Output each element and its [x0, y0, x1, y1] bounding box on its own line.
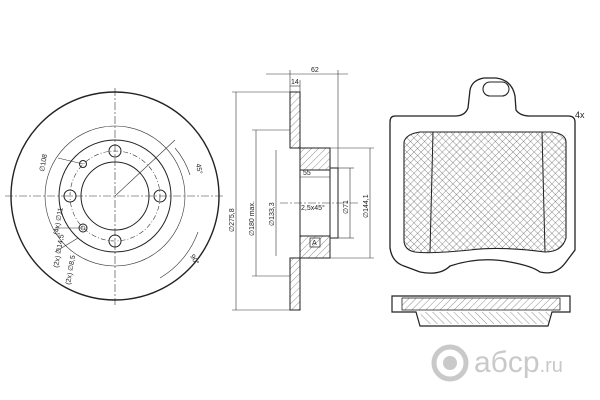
- dim-55: 55: [303, 170, 311, 177]
- hat-section: [290, 147, 331, 171]
- dim-14-5: (2x) ∅14,5: [53, 234, 66, 269]
- pad-tab-hole: [482, 81, 510, 97]
- ref-a-box: [309, 237, 321, 248]
- dim-108: ∅108: [39, 154, 49, 173]
- dim-8-5: (2x) ∅8,5: [65, 255, 77, 286]
- angle-90-arc: [159, 231, 199, 279]
- abcp-logo-icon: [431, 344, 469, 382]
- angle-90-label: 90°: [188, 253, 200, 266]
- disc-section-view: 14 62 55 ∅275,8 ∅180 max. ∅133,3 ∅71 ∅14…: [229, 67, 374, 311]
- watermark-brand: aбcp: [474, 346, 540, 379]
- disc-front-view: ∅108 (4x) ∅11 (2x) ∅14,5 (2x) ∅8,5 45° 9…: [5, 88, 225, 305]
- pad-qty: 4x: [575, 110, 585, 120]
- ref-a-label: A: [312, 240, 317, 247]
- watermark: aбcp.ru: [430, 343, 563, 383]
- angle-45-label: 45°: [194, 163, 204, 175]
- rotor-section-lower: [289, 257, 301, 311]
- watermark-text: aбcp.ru: [474, 346, 563, 380]
- pad-side-profile: [391, 295, 571, 327]
- angle-45-arc: [174, 147, 191, 176]
- dim-180: ∅180 max.: [249, 201, 256, 236]
- dim-71: ∅71: [343, 200, 350, 214]
- dim-4x-11: (4x) ∅11: [53, 207, 65, 235]
- dim-chamfer: 2,5x45°: [301, 204, 325, 212]
- dim-275-8: ∅275,8: [229, 208, 236, 232]
- dim-14: 14: [291, 79, 299, 86]
- watermark-domain: .ru: [539, 355, 563, 377]
- dim-133-3: ∅133,3: [269, 202, 276, 226]
- pad-backing-plate: [389, 77, 576, 274]
- dim-144-1: ∅144,1: [363, 194, 370, 218]
- brake-pad: 4x: [389, 77, 585, 327]
- bolt-holes: [63, 144, 167, 248]
- rotor-section-upper: [289, 91, 301, 149]
- dim-62: 62: [311, 67, 319, 74]
